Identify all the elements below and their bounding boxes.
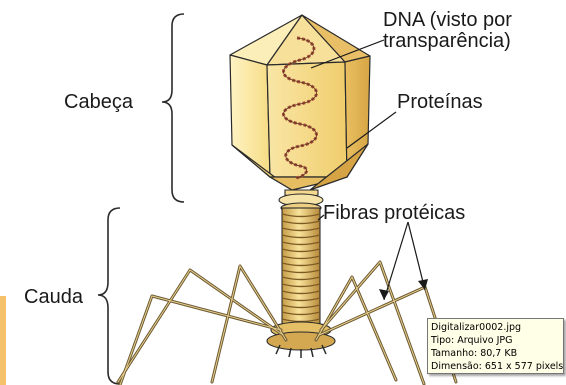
fibers-label: Fibras protéicas — [323, 203, 465, 224]
tooltip-dimensions: Dimensão: 651 x 577 pixels — [431, 360, 563, 373]
proteins-label: Proteínas — [397, 92, 483, 113]
capsid — [230, 15, 370, 190]
capsid-front-face — [267, 62, 347, 177]
tooltip-filename: Digitalizar0002.jpg — [431, 321, 563, 334]
tail-sheath — [282, 208, 320, 324]
tail-brace — [98, 208, 120, 384]
tooltip-size: Tamanho: 80,7 KB — [431, 347, 563, 360]
tail-fiber — [212, 266, 286, 382]
tail-label: Cauda — [24, 287, 83, 308]
dna-label: DNA (visto por transparência) — [383, 10, 512, 52]
head-brace — [162, 14, 184, 202]
dna-label-line2: transparência) — [383, 31, 512, 52]
dna-label-line1: DNA (visto por — [383, 10, 512, 31]
file-info-tooltip: Digitalizar0002.jpg Tipo: Arquivo JPG Ta… — [427, 318, 564, 374]
fibers-leader-left — [384, 222, 408, 300]
scan-edge-mark — [0, 296, 6, 385]
fibers-leader-right — [408, 222, 425, 290]
head-label: Cabeça — [64, 92, 133, 113]
tooltip-type: Tipo: Arquivo JPG — [431, 334, 563, 347]
